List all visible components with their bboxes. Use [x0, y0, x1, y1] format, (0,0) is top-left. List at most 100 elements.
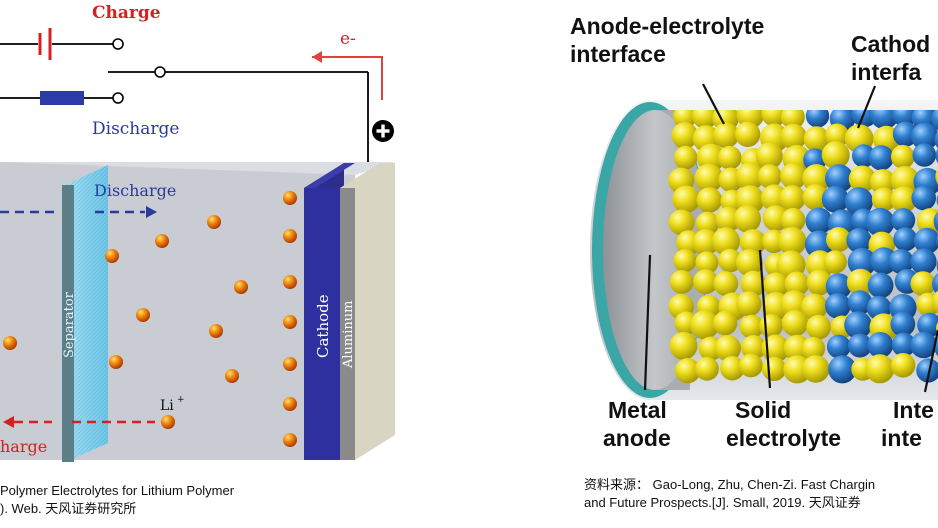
- electrolyte-particle: [672, 185, 700, 214]
- lithium-ion-particle: [105, 249, 119, 263]
- electrolyte-particle: [694, 163, 724, 193]
- cathode-particle: [847, 290, 873, 315]
- electrolyte-particle: [739, 229, 767, 256]
- cathode-interface-label-1: Cathod: [851, 31, 930, 57]
- cathode-particle: [805, 110, 830, 128]
- electrolyte-particle: [871, 187, 896, 212]
- cathode-particle: [821, 185, 849, 213]
- electrolyte-particle: [669, 331, 698, 360]
- cathode-particle: [825, 293, 851, 319]
- electrolyte-particle: [803, 126, 830, 152]
- battery-schematic-svg: Charge Discharge e- Discharge harge Li +…: [0, 3, 395, 462]
- cathode-particle: [867, 332, 894, 358]
- cathode-particle: [847, 247, 877, 277]
- lithium-ion-particle: [283, 229, 297, 243]
- cathode-particle: [867, 272, 894, 299]
- electrolyte-particle: [865, 354, 895, 384]
- lithium-ion-particle: [283, 315, 297, 329]
- electrolyte-particle: [890, 144, 915, 169]
- cathode-particle: [846, 227, 872, 254]
- right-caption-line-1: 资料来源： Gao-Long, Zhu, Chen-Zi. Fast Charg…: [584, 477, 876, 492]
- electrolyte-particle: [910, 271, 936, 297]
- lithium-ion-particle: [161, 415, 175, 429]
- electrolyte-particle: [720, 356, 745, 381]
- electrolyte-particle: [759, 314, 783, 338]
- cathode-particle: [826, 334, 851, 359]
- lithium-ions: [3, 191, 297, 447]
- cathode-label: Cathode: [314, 294, 332, 358]
- electrolyte-particle: [802, 184, 829, 211]
- cathode-particle: [825, 164, 854, 193]
- lithium-ion-particle: [283, 357, 297, 371]
- cathode-particle: [912, 143, 937, 167]
- discharge-branch: [0, 91, 124, 105]
- lithium-ion-particle: [225, 369, 239, 383]
- li-ion-superscript: +: [177, 395, 185, 405]
- electrolyte-particle: [740, 270, 767, 297]
- switch-line: [108, 66, 369, 172]
- lithium-ion-particle: [209, 324, 223, 338]
- electrolyte-particle: [780, 290, 809, 319]
- discharge-arrow-label: Discharge: [94, 181, 176, 200]
- cathode-particle: [869, 110, 899, 130]
- positive-terminal: [372, 120, 394, 142]
- electrolyte-particle: [736, 291, 762, 317]
- cathode-interface-label-2: interfa: [851, 59, 922, 85]
- li-ion-label: Li: [160, 398, 174, 414]
- battery-cell: [0, 162, 395, 460]
- lithium-ion-particle: [283, 191, 297, 205]
- cathode-particle: [892, 110, 918, 127]
- cathode-particle: [893, 227, 918, 252]
- separator-label: Separator: [62, 291, 77, 358]
- cathode-particle: [913, 227, 938, 254]
- electrolyte-particle: [801, 336, 826, 361]
- cathode-layer: [304, 163, 355, 460]
- electrolyte-particle: [713, 271, 739, 296]
- electrolyte-particle: [780, 162, 807, 190]
- electrolyte-particle: [779, 185, 806, 212]
- electrolyte-particle: [757, 164, 782, 189]
- electrolyte-particle: [714, 335, 741, 362]
- cathode-particle: [911, 110, 937, 131]
- electrolyte-particle: [739, 314, 764, 339]
- electrolyte-particle: [761, 110, 788, 127]
- electrolyte-particle: [717, 145, 742, 170]
- electrolyte-particle: [673, 145, 698, 170]
- discharge-label: Discharge: [92, 119, 179, 139]
- electrolyte-particle: [781, 310, 809, 337]
- electrolyte-particle: [890, 166, 920, 195]
- cathode-particle: [911, 185, 936, 211]
- cathode-particle: [910, 331, 937, 359]
- anode-interface-label-2: interface: [570, 41, 666, 67]
- electrolyte-particle: [712, 227, 740, 256]
- lithium-ion-particle: [283, 397, 297, 411]
- pointer-lines: [643, 83, 938, 393]
- separator: [62, 165, 108, 462]
- electrolyte-particle: [890, 353, 916, 378]
- electrolyte-particle: [718, 248, 742, 273]
- electrolyte-particle: [712, 310, 738, 336]
- electrolyte-particle: [673, 249, 697, 273]
- discharge-ion-arrow: [0, 206, 157, 218]
- cathode-particle: [917, 312, 938, 338]
- cathode-particle: [844, 187, 874, 216]
- aluminum-label: Aluminum: [341, 301, 356, 369]
- electrolyte-particle: [762, 356, 787, 381]
- electrolyte-particle: [733, 205, 761, 233]
- electrolyte-particle: [735, 121, 761, 147]
- electrolyte-particle: [671, 122, 699, 149]
- electrolyte-particle: [802, 355, 830, 383]
- cathode-particle: [910, 248, 937, 275]
- electrolyte-particle: [801, 293, 828, 321]
- interface-label-1: Inte: [893, 397, 934, 423]
- charge-arrow-label: harge: [0, 437, 47, 456]
- lithium-ion-particle: [234, 280, 248, 294]
- electrolyte-particle: [780, 110, 805, 129]
- cathode-particle: [888, 249, 914, 274]
- electrolyte-particle: [693, 269, 719, 295]
- electrolyte-particle: [848, 165, 876, 193]
- cathode-particle: [804, 230, 834, 259]
- electron-flow-arrow: [312, 51, 383, 100]
- left-caption-line-2: ). Web. 天风证券研究所: [0, 501, 137, 516]
- cathode-particle: [844, 311, 872, 339]
